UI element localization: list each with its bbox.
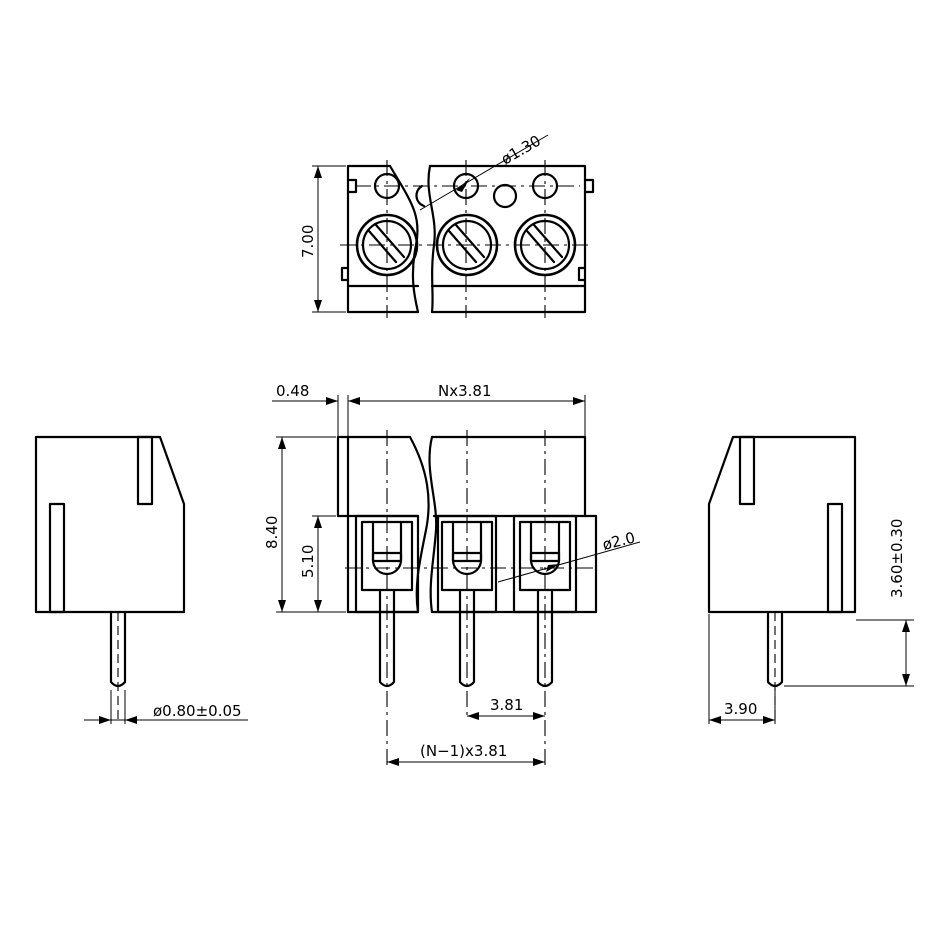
- hole-diameter-label: ø1.30: [498, 132, 544, 169]
- pin-length-label: 3.60±0.30: [888, 519, 906, 598]
- wire-diameter-label: ø2.0: [601, 528, 637, 553]
- pin-diameter-label: ø0.80±0.05: [153, 702, 242, 720]
- top-small-hole-4: [492, 183, 518, 209]
- total-width-label: Nx3.81: [438, 382, 492, 400]
- gap-label: 0.48: [276, 382, 309, 400]
- pitch-label: 3.81: [490, 696, 523, 714]
- left-side-view: ø0.80±0.05: [34, 435, 248, 724]
- side-offset-label: 3.90: [724, 700, 757, 718]
- front-height-label: 5.10: [299, 545, 317, 578]
- top-height-label: 7.00: [299, 225, 317, 258]
- right-side-view: 3.60±0.30 3.90: [707, 435, 914, 724]
- body-height-label: 8.40: [263, 516, 281, 549]
- pin-span-label: (N−1)x3.81: [420, 742, 507, 760]
- top-view: ø1.30 7.00: [299, 132, 595, 318]
- front-view: ø2.0 0.48 Nx3.81 8.40 5.10 3.81 (N−1: [263, 382, 641, 766]
